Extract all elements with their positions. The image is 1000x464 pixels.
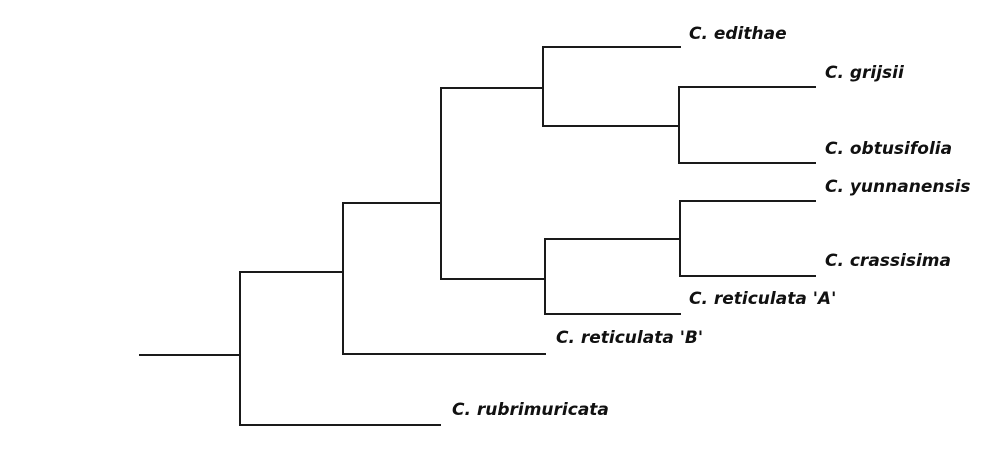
taxon-label-edithae: C. edithae (689, 24, 787, 44)
taxon-label-reticulata-b: C. reticulata 'B' (556, 328, 703, 348)
taxon-label-yunnanensis: C. yunnanensis (825, 177, 971, 197)
taxon-label-obtusifolia: C. obtusifolia (825, 139, 952, 159)
taxon-label-grijsii: C. grijsii (825, 63, 905, 83)
taxon-label-reticulata-a: C. reticulata 'A' (689, 289, 836, 309)
taxon-label-crassisima: C. crassisima (825, 251, 951, 271)
taxon-label-rubrimuricata: C. rubrimuricata (452, 400, 609, 420)
